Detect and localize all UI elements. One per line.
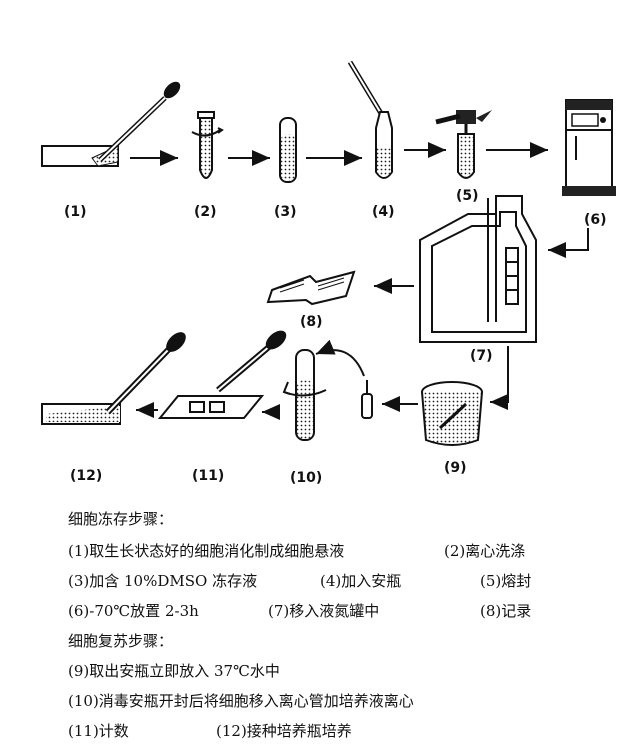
freeze-step-4: (4)加入安瓶 bbox=[320, 572, 402, 590]
step5-flame-seal-icon bbox=[435, 110, 492, 179]
step-11-label: (11) bbox=[192, 468, 224, 484]
revive-step-12: (12)接种培养瓶培养 bbox=[216, 722, 352, 740]
freeze-step-8: (8)记录 bbox=[480, 602, 532, 620]
step6-freezer-icon bbox=[562, 99, 616, 196]
step7-liquid-nitrogen-tank-icon bbox=[419, 195, 537, 343]
step-6-label: (6) bbox=[584, 212, 607, 228]
freeze-steps-title: 细胞冻存步骤： bbox=[68, 510, 174, 528]
step-4-label: (4) bbox=[372, 204, 395, 220]
step1-flask-pipette-icon bbox=[41, 81, 181, 167]
cell-cryopreservation-diagram: (1) (2) (3) (4) (5) bbox=[41, 60, 616, 486]
freeze-step-1: (1)取生长状态好的细胞消化制成细胞悬液 bbox=[68, 542, 345, 560]
revive-step-11: (11)计数 bbox=[68, 722, 129, 740]
step-3-label: (3) bbox=[274, 204, 297, 220]
freeze-step-6: (6)-70℃放置 2-3h bbox=[68, 602, 199, 620]
step-5-label: (5) bbox=[456, 188, 479, 204]
step-10-label: (10) bbox=[290, 470, 322, 486]
freeze-step-3: (3)加含 10%DMSO 冻存液 bbox=[68, 572, 258, 590]
freeze-step-5: (5)熔封 bbox=[480, 572, 532, 590]
freeze-step-2: (2)离心洗涤 bbox=[444, 542, 526, 560]
arrow-icon bbox=[490, 346, 509, 410]
freeze-step-7: (7)移入液氮罐中 bbox=[268, 602, 380, 620]
step10-centrifuge-tube-icon bbox=[282, 349, 327, 441]
revive-steps-title: 细胞复苏步骤： bbox=[68, 632, 174, 650]
opened-ampoule-icon bbox=[361, 380, 373, 419]
arrow-icon bbox=[548, 228, 589, 258]
step9-water-bath-icon bbox=[421, 381, 483, 446]
curved-arrow-icon bbox=[315, 339, 365, 377]
step-12-label: (12) bbox=[70, 468, 102, 484]
step11-hemocytometer-icon bbox=[157, 330, 287, 419]
step2-centrifuge-tube-icon bbox=[191, 111, 224, 179]
step3-test-tube-icon bbox=[279, 117, 297, 183]
step-1-label: (1) bbox=[64, 204, 87, 220]
step-2-label: (2) bbox=[194, 204, 217, 220]
step4-ampoule-pipette-icon bbox=[347, 60, 393, 179]
revive-step-9: (9)取出安瓶立即放入 37℃水中 bbox=[68, 662, 280, 680]
step-7-label: (7) bbox=[470, 348, 493, 364]
step12-culture-flask-icon bbox=[41, 332, 186, 425]
step8-record-book-icon bbox=[266, 270, 356, 306]
step-8-label: (8) bbox=[300, 314, 323, 330]
step-9-label: (9) bbox=[444, 460, 467, 476]
revive-step-10: (10)消毒安瓶开封后将细胞移入离心管加培养液离心 bbox=[68, 692, 414, 710]
